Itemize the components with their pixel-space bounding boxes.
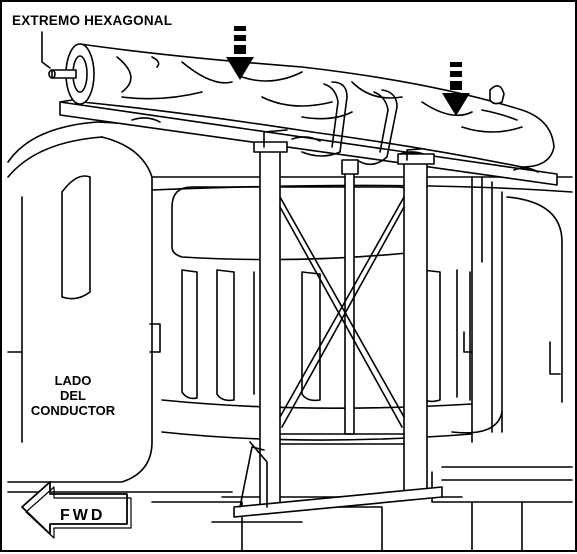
forward-arrow-icon [21,481,132,539]
driver-side-label: LADO DEL CONDUCTOR [14,373,132,419]
forward-label: FWD [60,507,106,524]
driver-side-label-line2: DEL [60,387,86,403]
truck-cab [7,121,573,551]
down-arrow-icon [442,62,470,116]
hex-end-label: EXTREMO HEXAGONAL [12,13,173,28]
rolled-tarp [48,43,555,168]
hex-end-leader-line [41,31,51,69]
headache-rack [59,99,558,518]
driver-side-label-line3: CONDUCTOR [30,402,116,418]
down-arrow-icon [226,26,254,80]
driver-side-label-line1: LADO [54,373,92,388]
